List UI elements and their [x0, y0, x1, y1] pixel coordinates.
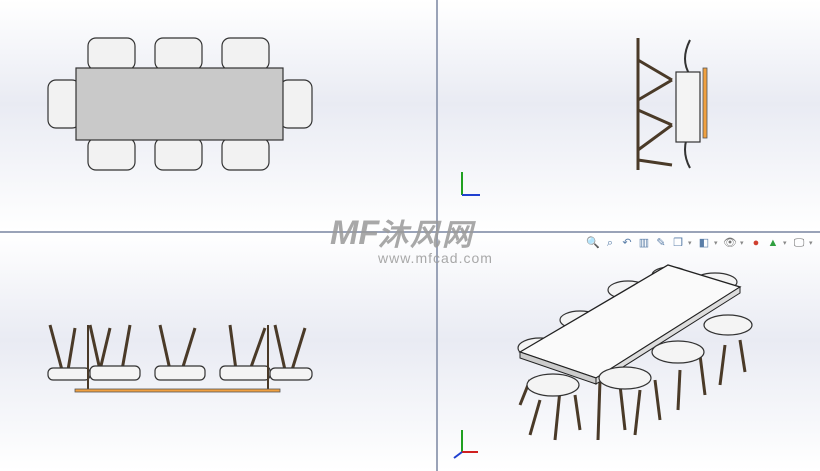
- previous-view-icon[interactable]: ↶: [622, 237, 632, 249]
- chair: [279, 79, 313, 129]
- dynamic-annotation-icon[interactable]: ✎: [656, 237, 666, 249]
- chair: [221, 37, 270, 71]
- zoom-to-area-icon[interactable]: ⌕: [606, 237, 614, 249]
- display-style-icon[interactable]: ◧: [698, 237, 710, 249]
- top-view-model: [47, 37, 313, 171]
- chevron-down-icon[interactable]: ▾: [688, 240, 692, 247]
- watermark-logo: MF: [330, 214, 380, 252]
- chair: [87, 37, 136, 71]
- section-view-icon[interactable]: ▥: [638, 237, 650, 249]
- view-orientation-icon[interactable]: ❒: [673, 237, 683, 249]
- right-view-model: [636, 38, 708, 170]
- heads-up-view-toolbar: 🔍 ⌕ ↶ ▥ ✎ ❒▾ ◧▾ 👁▾ ● ▲▾ 🖵▾: [586, 236, 815, 250]
- chair: [87, 137, 136, 171]
- edit-appearance-icon[interactable]: ●: [752, 237, 760, 249]
- watermark-text: 沐风网: [378, 219, 474, 252]
- hide-show-items-icon[interactable]: 👁: [723, 237, 737, 249]
- zoom-to-fit-icon[interactable]: 🔍: [586, 237, 600, 249]
- chair: [221, 137, 270, 171]
- view-settings-icon[interactable]: 🖵: [793, 237, 805, 249]
- front-view-model: [47, 324, 313, 393]
- watermark: MF 沐风网 www.mfcad.com: [330, 210, 493, 266]
- apply-scene-icon[interactable]: ▲: [767, 237, 779, 249]
- chair: [154, 37, 203, 71]
- chevron-down-icon[interactable]: ▾: [783, 240, 787, 247]
- chevron-down-icon[interactable]: ▾: [714, 240, 718, 247]
- viewport-splitter-horizontal[interactable]: [0, 231, 820, 233]
- triad-top-right: [461, 172, 480, 196]
- viewport-splitter-vertical[interactable]: [436, 0, 438, 471]
- isometric-view-model: [517, 264, 753, 441]
- chevron-down-icon[interactable]: ▾: [809, 240, 813, 247]
- right-viewport[interactable]: [438, 0, 820, 231]
- watermark-url: www.mfcad.com: [378, 250, 493, 266]
- triad-bottom-right: [453, 430, 478, 459]
- table: [75, 67, 284, 141]
- chevron-down-icon[interactable]: ▾: [740, 240, 744, 247]
- chair: [47, 79, 81, 129]
- front-viewport[interactable]: [0, 233, 436, 471]
- chair: [154, 137, 203, 171]
